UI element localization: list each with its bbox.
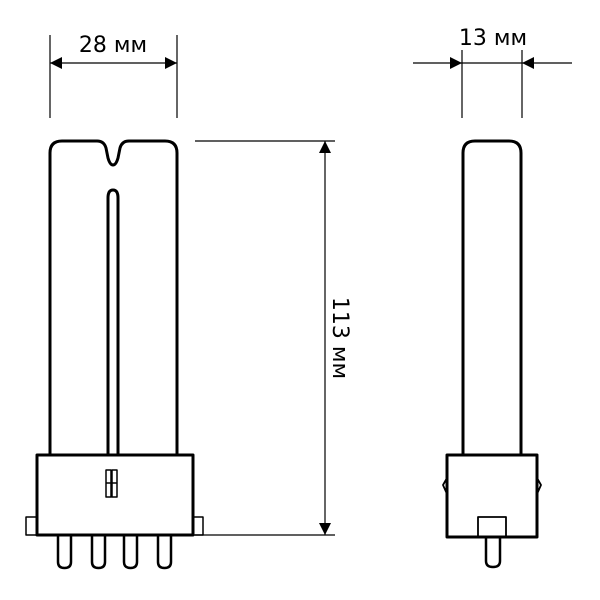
base-tab-left (25, 516, 38, 536)
side-pin (484, 537, 502, 569)
height-label: 113 мм (327, 297, 352, 379)
depth-label: 13 мм (459, 26, 527, 51)
base-marking (105, 469, 118, 498)
width-label: 28 мм (79, 33, 147, 58)
depth-dimension (413, 50, 572, 118)
lamp-tube-slot (106, 188, 120, 455)
base-pins (56, 535, 173, 570)
side-notch-left (442, 477, 448, 495)
side-key (477, 516, 507, 538)
side-tube-outline (461, 139, 523, 455)
width-dimension (49, 35, 178, 118)
side-base (445, 453, 539, 539)
base-tab-right (192, 516, 204, 536)
lamp-tube-outline (48, 139, 179, 455)
lamp-base (35, 453, 195, 537)
lamp-side-view (442, 139, 542, 569)
height-dimension (195, 140, 335, 536)
side-notch-right (536, 477, 542, 495)
lamp-front-view (25, 139, 204, 570)
